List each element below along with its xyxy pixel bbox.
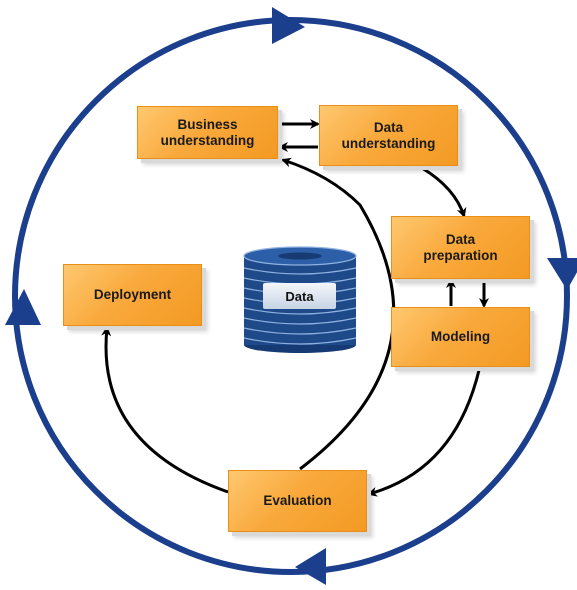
phase-deployment-label: Deployment — [93, 287, 172, 302]
phase-data-preparation: Data preparation — [391, 216, 530, 279]
database-icon — [243, 246, 357, 353]
arrow-evaluation-to-business — [281, 157, 396, 471]
arrow-evaluation-to-deployment — [101, 326, 229, 494]
phase-business-understanding-label: Business understanding — [160, 116, 255, 148]
data-store-label: Data — [263, 283, 336, 309]
outer-cycle-arrowhead-top — [272, 7, 305, 44]
phase-evaluation-label: Evaluation — [263, 493, 332, 508]
phase-data-preparation-label: Data preparation — [423, 231, 498, 263]
outer-cycle-arrowhead-left — [5, 289, 41, 325]
phase-modeling-label: Modeling — [430, 329, 491, 344]
phase-data-understanding-label: Data understanding — [341, 119, 436, 151]
phase-data-understanding: Data understanding — [319, 105, 458, 166]
arrow-data-understanding-to-preparation — [421, 166, 467, 218]
phase-deployment: Deployment — [63, 264, 202, 326]
arrow-modeling-to-evaluation — [367, 369, 481, 497]
outer-cycle-arrowhead-bottom — [295, 548, 326, 585]
phase-evaluation: Evaluation — [228, 470, 367, 532]
phase-business-understanding: Business understanding — [137, 106, 278, 159]
phase-modeling: Modeling — [391, 307, 530, 367]
outer-cycle-arrowhead-right — [547, 258, 577, 290]
